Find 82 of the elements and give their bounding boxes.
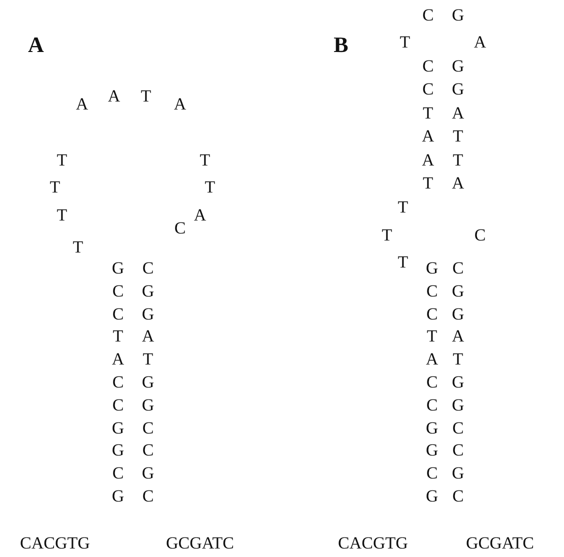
base-letter: A [452, 104, 464, 122]
base-letter: G [452, 282, 464, 300]
base-letter: C [112, 396, 124, 414]
base-letter: C [426, 305, 438, 322]
base-letter: C [142, 488, 154, 504]
base-letter: T [398, 254, 408, 270]
base-letter: C [422, 80, 434, 98]
base-letter: G [426, 260, 438, 276]
base-letter: C [112, 305, 124, 322]
base-letter: T [398, 198, 408, 216]
panel-label: A [28, 34, 44, 56]
sequence-text: GCGATC [466, 534, 534, 552]
base-letter: C [426, 396, 438, 414]
base-letter: C [452, 419, 464, 436]
base-letter: T [400, 34, 410, 50]
base-letter: G [142, 282, 154, 300]
base-letter: C [426, 374, 438, 390]
base-letter: T [56, 206, 68, 224]
base-letter: C [112, 464, 124, 482]
base-letter: T [200, 152, 210, 168]
base-letter: T [426, 328, 438, 345]
base-letter: C [142, 260, 154, 276]
base-letter: G [426, 419, 438, 436]
base-letter: A [108, 88, 120, 104]
base-letter: G [142, 374, 154, 390]
base-letter: A [422, 151, 434, 168]
base-letter: A [452, 174, 464, 192]
base-letter: T [452, 350, 464, 368]
base-letter: G [112, 488, 124, 504]
base-letter: T [72, 238, 84, 256]
base-letter: G [426, 442, 438, 459]
base-letter: A [76, 96, 88, 112]
sequence-text: GCGATC [166, 534, 234, 552]
base-letter: C [422, 6, 434, 24]
base-letter: G [452, 464, 464, 482]
base-letter: C [112, 282, 124, 300]
base-letter: T [422, 174, 434, 192]
base-letter: C [452, 442, 464, 459]
base-letter: A [174, 96, 186, 112]
base-letter: T [382, 226, 392, 244]
base-letter: A [194, 206, 206, 224]
base-letter: G [452, 305, 464, 322]
base-letter: G [112, 260, 124, 276]
base-letter: A [112, 350, 124, 368]
base-letter: A [452, 328, 464, 345]
base-letter: T [56, 152, 68, 168]
base-letter: C [174, 220, 186, 236]
base-letter: C [452, 488, 464, 504]
base-letter: T [452, 151, 464, 168]
base-letter: G [452, 80, 464, 98]
base-letter: G [142, 305, 154, 322]
base-letter: G [112, 419, 124, 436]
base-letter: G [452, 374, 464, 390]
base-letter: C [422, 58, 434, 74]
base-letter: C [142, 419, 154, 436]
base-letter: G [112, 442, 124, 459]
base-letter: G [452, 58, 464, 74]
base-letter: C [426, 464, 438, 482]
base-letter: G [142, 396, 154, 414]
sequence-text: CACGTG [20, 534, 90, 552]
base-letter: T [140, 88, 152, 104]
base-letter: G [426, 488, 438, 504]
base-letter: C [112, 374, 124, 390]
base-letter: A [474, 34, 486, 50]
base-letter: G [452, 396, 464, 414]
panel-label: B [334, 34, 348, 56]
base-letter: A [426, 350, 438, 368]
base-letter: G [142, 464, 154, 482]
base-letter: G [452, 6, 464, 24]
base-letter: T [204, 178, 216, 196]
base-letter: T [50, 178, 60, 196]
base-letter: A [142, 328, 154, 345]
sequence-text: CACGTG [338, 534, 408, 552]
base-letter: T [422, 104, 434, 122]
base-letter: C [142, 442, 154, 459]
base-letter: C [474, 226, 486, 244]
base-letter: A [422, 128, 434, 145]
base-letter: C [426, 282, 438, 300]
base-letter: C [452, 260, 464, 276]
base-letter: T [112, 328, 124, 345]
base-letter: T [452, 128, 464, 145]
base-letter: T [142, 350, 154, 368]
